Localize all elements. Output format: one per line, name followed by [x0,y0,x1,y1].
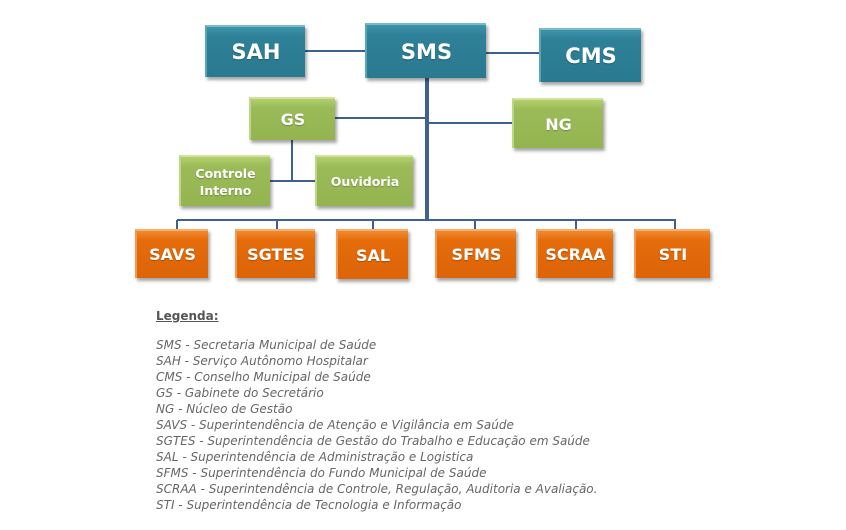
box-sgtes: SGTES [235,229,315,278]
legend-item-sgtes: SGTES - Superintendência de Gestão do Tr… [156,434,590,448]
legend-item-cms: CMS - Conselho Municipal de Saúde [156,370,371,384]
box-ouvidoria: Ouvidoria [315,155,413,206]
box-label: SFMS [451,245,502,264]
box-label: STI [658,245,688,264]
box-label: SGTES [247,245,305,264]
box-label: SAL [355,245,391,265]
box-controle-interno: Controle Interno [179,155,270,206]
box-label-line-1: Controle [195,165,256,181]
box-label: Ouvidoria [330,174,400,189]
legend-item-sah: SAH - Serviço Autônomo Hospitalar [156,354,368,368]
legend-item-savs: SAVS - Superintendência de Atenção e Vig… [156,418,514,432]
legend-item-scraa: SCRAA - Superintendência de Controle, Re… [156,482,598,496]
box-ng: NG [512,98,603,148]
box-scraa: SCRAA [536,229,613,278]
legend: Legenda: SMS - Secretaria Municipal de S… [156,309,597,513]
box-gs: GS [249,97,335,140]
legend-item-sti: STI - Superintendência de Tecnologia e I… [156,498,462,512]
box-label: GS [280,110,306,129]
box-sah: SAH [205,25,305,77]
legend-title: Legenda: [156,309,219,323]
legend-item-gs: GS - Gabinete do Secretário [156,386,324,400]
box-sal: SAL [336,229,408,279]
box-label: CMS [565,44,617,68]
box-cms: CMS [539,28,641,82]
box-sti: STI [634,229,710,278]
box-label: SAH [231,40,281,64]
box-label: SMS [400,39,453,64]
legend-item-sfms: SFMS - Superintendência do Fundo Municip… [156,466,487,480]
box-sfms: SFMS [435,229,516,278]
legend-item-sal: SAL - Superintendência de Administração … [156,450,474,464]
legend-list: SMS - Secretaria Municipal de Saúde SAH … [156,337,597,513]
box-label: SAVS [149,245,196,264]
legend-item-ng: NG - Núcleo de Gestão [156,402,293,416]
box-label: NG [545,114,572,134]
connector-lines [176,50,676,229]
legend-item-sms: SMS - Secretaria Municipal de Saúde [156,338,377,352]
box-savs: SAVS [135,229,208,278]
box-sms: SMS [365,23,486,78]
box-label: SCRAA [545,245,606,264]
box-label-line-2: Interno [199,182,252,198]
